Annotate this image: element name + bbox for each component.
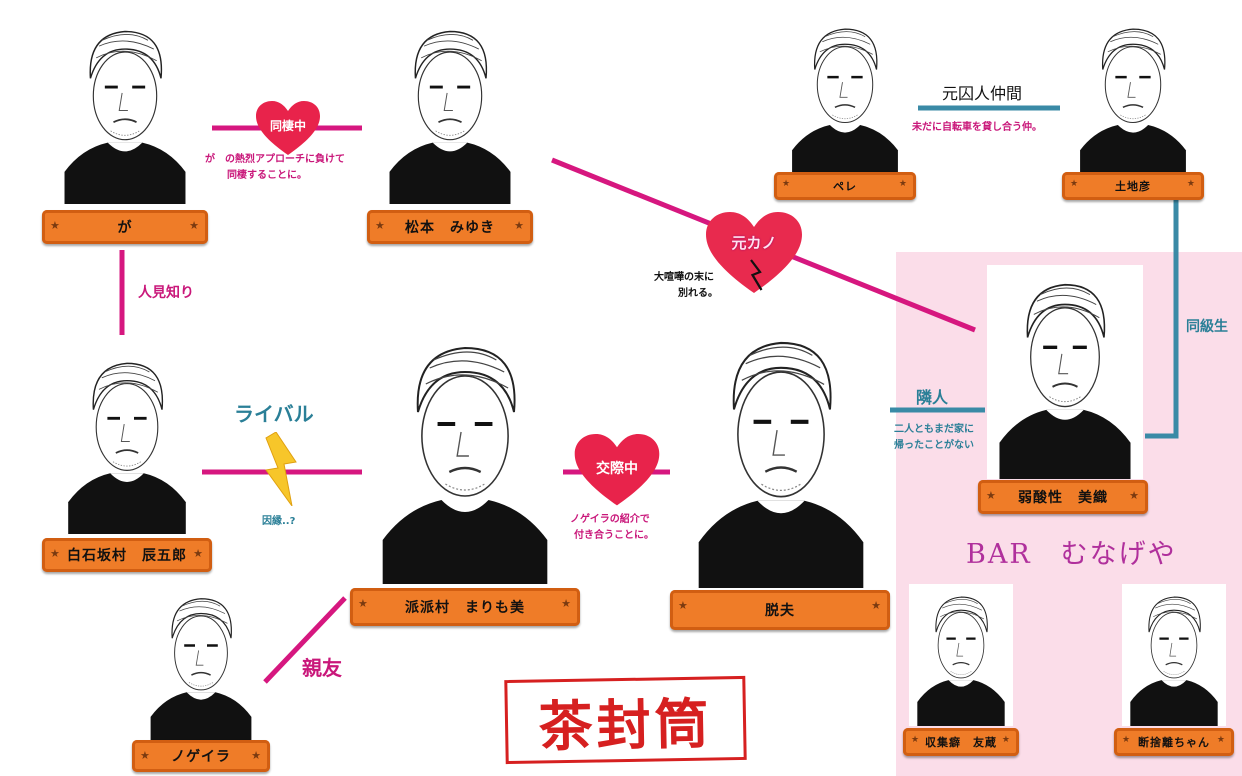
portrait-tochihiko [1070,14,1196,178]
heart-shape [256,101,320,155]
star-icon: ★ [898,179,908,189]
star-icon: ★ [358,597,369,610]
star-icon: ★ [193,547,204,560]
star-icon: ★ [375,219,386,232]
portrait-sketch [382,346,548,584]
portrait-sketch [64,30,186,204]
heart-icon: 交際中 [574,434,660,508]
line-shinyu [263,596,347,684]
star-icon: ★ [678,599,689,612]
star-icon: ★ [1122,735,1132,745]
moto-shujin-label: 元囚人仲間 [942,84,1023,103]
motokano-note: 大喧嘩の末に 別れる。 [654,272,718,299]
star-icon: ★ [1001,735,1011,745]
rinjin-note: 二人ともまだ家に 帰ったことがない [894,424,974,451]
nameplate-danshari: ★ 断捨離ちゃん ★ [1114,728,1234,756]
portrait-matsumoto [378,14,522,204]
star-icon: ★ [561,597,572,610]
star-icon: ★ [251,749,262,762]
nameplate-datsuo: ★ 脱夫 ★ [670,590,890,630]
portrait-sketch [1080,28,1186,178]
portrait-sketch [698,341,864,588]
star-icon: ★ [1216,735,1226,745]
star-icon: ★ [911,735,921,745]
rival-note: 因縁..? [262,516,296,527]
portrait-sketch [792,28,898,178]
portrait-sketch [389,30,511,204]
star-icon: ★ [1186,179,1196,189]
moto-shujin-note: 未だに自転車を貸し合う仲。 [912,122,1042,133]
nameplate-ga: ★ が ★ [42,210,208,244]
motokano-label: 元カノ [731,234,777,252]
star-icon: ★ [871,599,882,612]
stamp-logo: 茶封筒 [504,675,747,765]
portrait-pere [782,14,908,178]
nameplate-nogeira: ★ ノゲイラ ★ [132,740,270,772]
portrait-sketch [68,362,186,534]
portrait-sketch [1130,596,1218,726]
nameplate-hahamura: ★ 派派村 まりも美 ★ [350,588,580,626]
star-icon: ★ [986,489,997,502]
lightning-shape [265,432,297,506]
portrait-hahamura [367,324,563,584]
nameplate-shushu: ★ 収集癖 友蔵 ★ [903,728,1019,756]
nameplate-pere: ★ ペレ ★ [774,172,916,200]
bar-name: BAR むなげや [966,539,1177,570]
hitomishiri-label: 人見知り [138,285,194,301]
heart-shape [706,212,802,293]
doseichu-label: 同棲中 [269,119,306,133]
heart-shape [574,434,660,506]
portrait-sketch [150,598,252,744]
star-icon: ★ [1129,489,1140,502]
shinyu-label: 親友 [302,656,342,680]
nameplate-jakusansei: ★ 弱酸性 美織 ★ [978,480,1148,514]
nameplate-matsumoto: ★ 松本 みゆき ★ [367,210,533,244]
portrait-shiraishi [57,346,197,534]
star-icon: ★ [50,219,61,232]
heart-icon: 同棲中 [256,101,320,157]
heart-icon: 元カノ [704,212,804,296]
line-dokyusei [1145,198,1179,439]
star-icon: ★ [1070,179,1080,189]
dokyusei-label: 同級生 [1186,319,1228,335]
doseichu-note: が の熱烈アプローチに負けて 同棲することに。 [205,154,345,181]
nameplate-tochihiko: ★ 土地彦 ★ [1062,172,1204,200]
star-icon: ★ [189,219,200,232]
star-icon: ★ [782,179,792,189]
portrait-sketch [917,596,1005,726]
rival-label: ライバル [234,402,314,426]
portrait-sketch [999,283,1131,479]
kosaichu-note: ノゲイラの紹介で 付き合うことに。 [570,514,654,541]
portrait-nogeira [141,584,261,744]
portrait-jakusansei [987,265,1143,479]
rinjin-label: 隣人 [916,388,949,407]
star-icon: ★ [140,749,151,762]
star-icon: ★ [514,219,525,232]
lightning-icon [262,432,300,506]
portrait-shushu [909,584,1013,726]
kosaichu-label: 交際中 [596,461,638,477]
star-icon: ★ [50,547,61,560]
portrait-danshari [1122,584,1226,726]
nameplate-shiraishi: ★ 白石坂村 辰五郎 ★ [42,538,212,572]
portrait-ga [53,14,197,204]
portrait-datsuo [683,318,879,588]
